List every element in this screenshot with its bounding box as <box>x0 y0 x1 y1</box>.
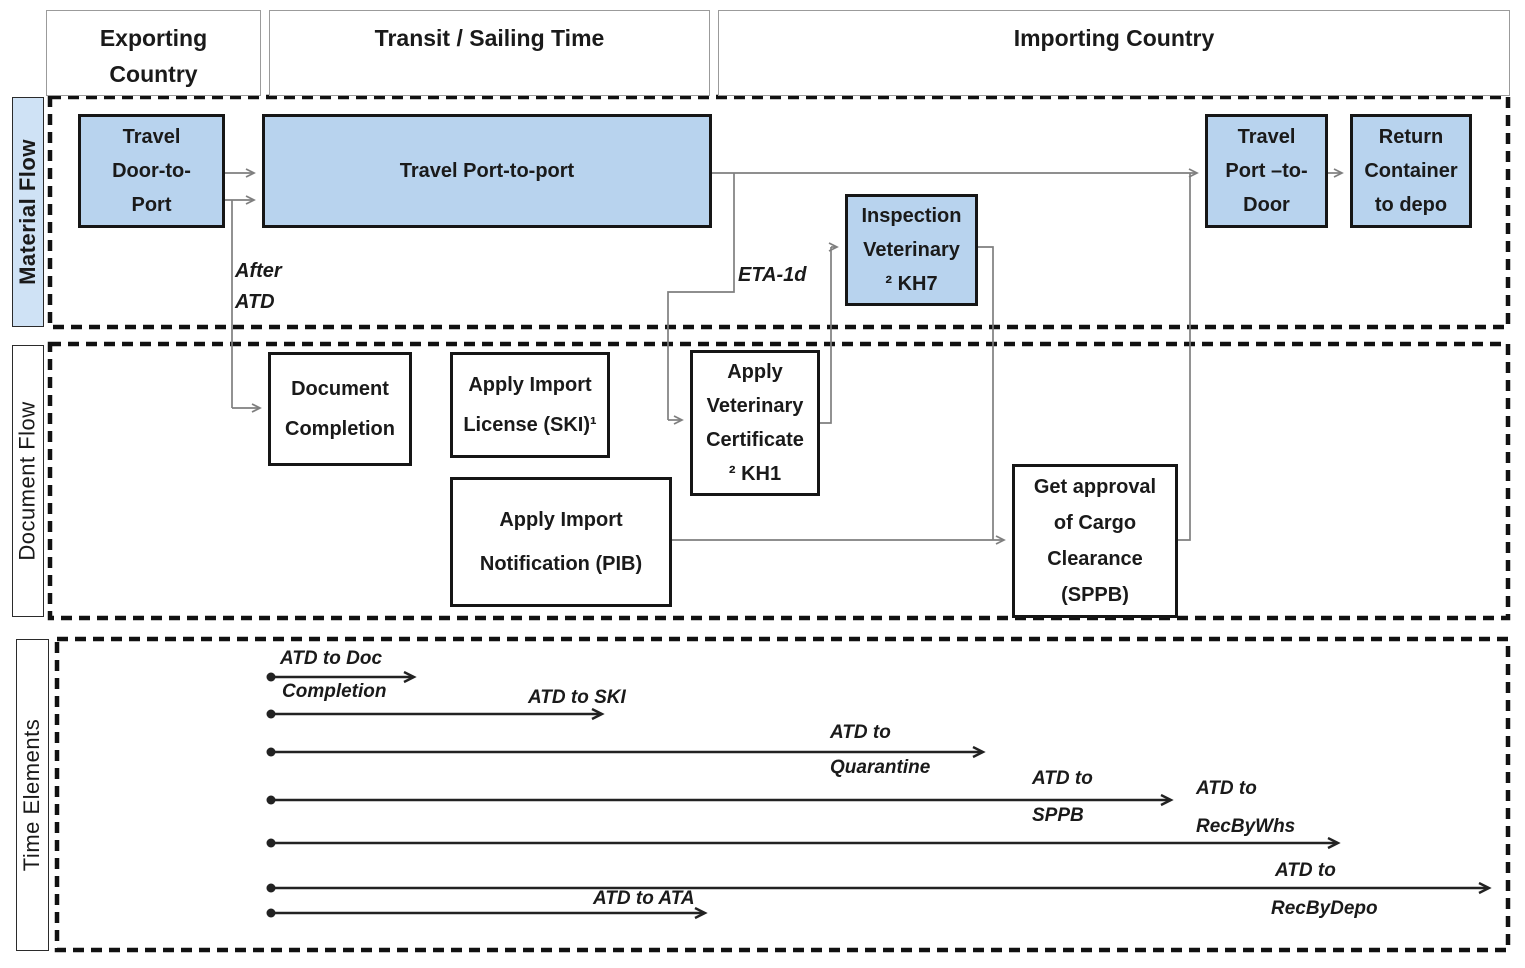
time-label-text: RecByDepo <box>1271 898 1378 919</box>
time-label-text: SPPB <box>1032 805 1084 826</box>
line-sppb-up-to-portdoor <box>1178 173 1191 541</box>
header-line: Transit / Sailing Time <box>374 25 605 51</box>
box-line: Notification (PIB) <box>479 553 643 575</box>
time-label-text: ATD to <box>1196 778 1257 799</box>
lane-label-document-flow: Document Flow <box>12 345 44 617</box>
box-line: (SPPB) <box>1061 584 1129 606</box>
line-eta-drop <box>667 173 735 420</box>
box-line: ² KH7 <box>885 273 938 295</box>
box-line: Port <box>131 194 172 216</box>
box-line: ² KH1 <box>728 463 782 485</box>
time-label-text: ATD to <box>1032 768 1093 789</box>
note-line: After <box>235 260 282 282</box>
time-label-text: ATD to ATA <box>593 888 695 909</box>
time-label-text: Completion <box>282 681 387 702</box>
box-line: License (SKI)¹ <box>463 414 597 436</box>
box-line: Apply <box>727 361 783 383</box>
time-label-atd-to-sppb-1: ATD to <box>1032 768 1093 790</box>
lane-label-text: Material Flow <box>15 139 41 285</box>
box-get-approval-cargo-clearance: Get approval of Cargo Clearance (SPPB) <box>1012 464 1178 618</box>
box-line: Container <box>1364 160 1458 182</box>
box-line: Return <box>1378 126 1444 148</box>
box-line: Travel Port-to-port <box>399 160 575 182</box>
lane-label-text: Time Elements <box>19 718 45 872</box>
lane-label-time-elements: Time Elements <box>16 639 49 951</box>
box-travel-port-to-port: Travel Port-to-port <box>262 114 712 228</box>
box-line: Completion <box>285 418 395 440</box>
box-line: Clearance <box>1047 548 1143 570</box>
label-eta-minus-1d: ETA-1d <box>738 260 807 291</box>
box-apply-import-notification: Apply Import Notification (PIB) <box>450 477 672 607</box>
box-document-completion: Document Completion <box>268 352 412 466</box>
header-line: Country <box>109 61 198 87</box>
time-elements-lane-border <box>54 636 1511 953</box>
box-line: Veterinary <box>863 239 960 261</box>
header-transit-sailing-time: Transit / Sailing Time <box>269 10 710 96</box>
box-line: Apply Import <box>468 374 592 396</box>
time-label-atd-to-recbydepo-2: RecByDepo <box>1271 898 1378 920</box>
lane-label-material-flow: Material Flow <box>12 97 44 327</box>
box-line: Veterinary <box>706 395 804 417</box>
time-label-text: RecByWhs <box>1196 816 1296 837</box>
header-importing-country: Importing Country <box>718 10 1510 96</box>
box-line: Travel <box>122 126 181 148</box>
box-line: Door-to- <box>112 160 191 182</box>
box-travel-door-to-port: Travel Door-to- Port <box>78 114 225 228</box>
time-label-atd-to-recbywhs-1: ATD to <box>1196 778 1257 800</box>
box-line: Inspection <box>861 205 962 227</box>
time-label-atd-to-quarantine-2: Quarantine <box>830 757 930 779</box>
note-line: ATD <box>235 291 275 313</box>
line-vetcert-up <box>820 247 832 424</box>
note-line: ETA-1d <box>738 264 807 286</box>
document-flow-lane-border <box>47 341 1511 621</box>
box-line: Travel <box>1237 126 1296 148</box>
box-return-container-to-depo: Return Container to depo <box>1350 114 1472 228</box>
time-label-text: ATD to SKI <box>528 687 626 708</box>
box-line: Get approval <box>1033 476 1157 498</box>
box-line: of Cargo <box>1053 512 1137 534</box>
time-label-atd-to-recbywhs-2: RecByWhs <box>1196 816 1295 838</box>
time-label-atd-to-ski: ATD to SKI <box>528 687 626 709</box>
material-flow-lane-border <box>47 94 1511 330</box>
box-line: Port –to- <box>1225 160 1308 182</box>
box-line: Certificate <box>706 429 804 451</box>
box-line: to depo <box>1374 194 1448 216</box>
box-inspection-veterinary: Inspection Veterinary ² KH7 <box>845 194 978 306</box>
time-label-text: Quarantine <box>830 757 931 778</box>
box-line: Apply Import <box>499 509 623 531</box>
time-label-atd-to-doc: ATD to Doc <box>280 648 382 670</box>
time-label-text: ATD to <box>830 722 891 743</box>
box-line: Door <box>1243 194 1290 216</box>
box-travel-port-to-door: Travel Port –to- Door <box>1205 114 1328 228</box>
box-apply-import-license: Apply Import License (SKI)¹ <box>450 352 610 458</box>
header-exporting-country: Exporting Country <box>46 10 261 96</box>
header-line: Importing Country <box>1013 25 1215 51</box>
line-inspection-down-to-sppb <box>978 246 994 540</box>
time-label-doc-completion: Completion <box>282 681 387 703</box>
header-line: Exporting <box>99 25 208 51</box>
box-line: Document <box>291 378 389 400</box>
box-apply-veterinary-certificate: Apply Veterinary Certificate ² KH1 <box>690 350 820 496</box>
time-label-atd-to-sppb-2: SPPB <box>1032 805 1084 827</box>
time-label-atd-to-quarantine-1: ATD to <box>830 722 891 744</box>
time-label-atd-to-recbydepo-1: ATD to <box>1275 860 1336 882</box>
label-after-atd: After ATD <box>235 256 282 318</box>
time-label-text: ATD to Doc <box>280 648 383 669</box>
time-label-atd-to-ata: ATD to ATA <box>593 888 695 910</box>
time-label-text: ATD to <box>1275 860 1336 881</box>
lane-label-text: Document Flow <box>15 401 40 561</box>
